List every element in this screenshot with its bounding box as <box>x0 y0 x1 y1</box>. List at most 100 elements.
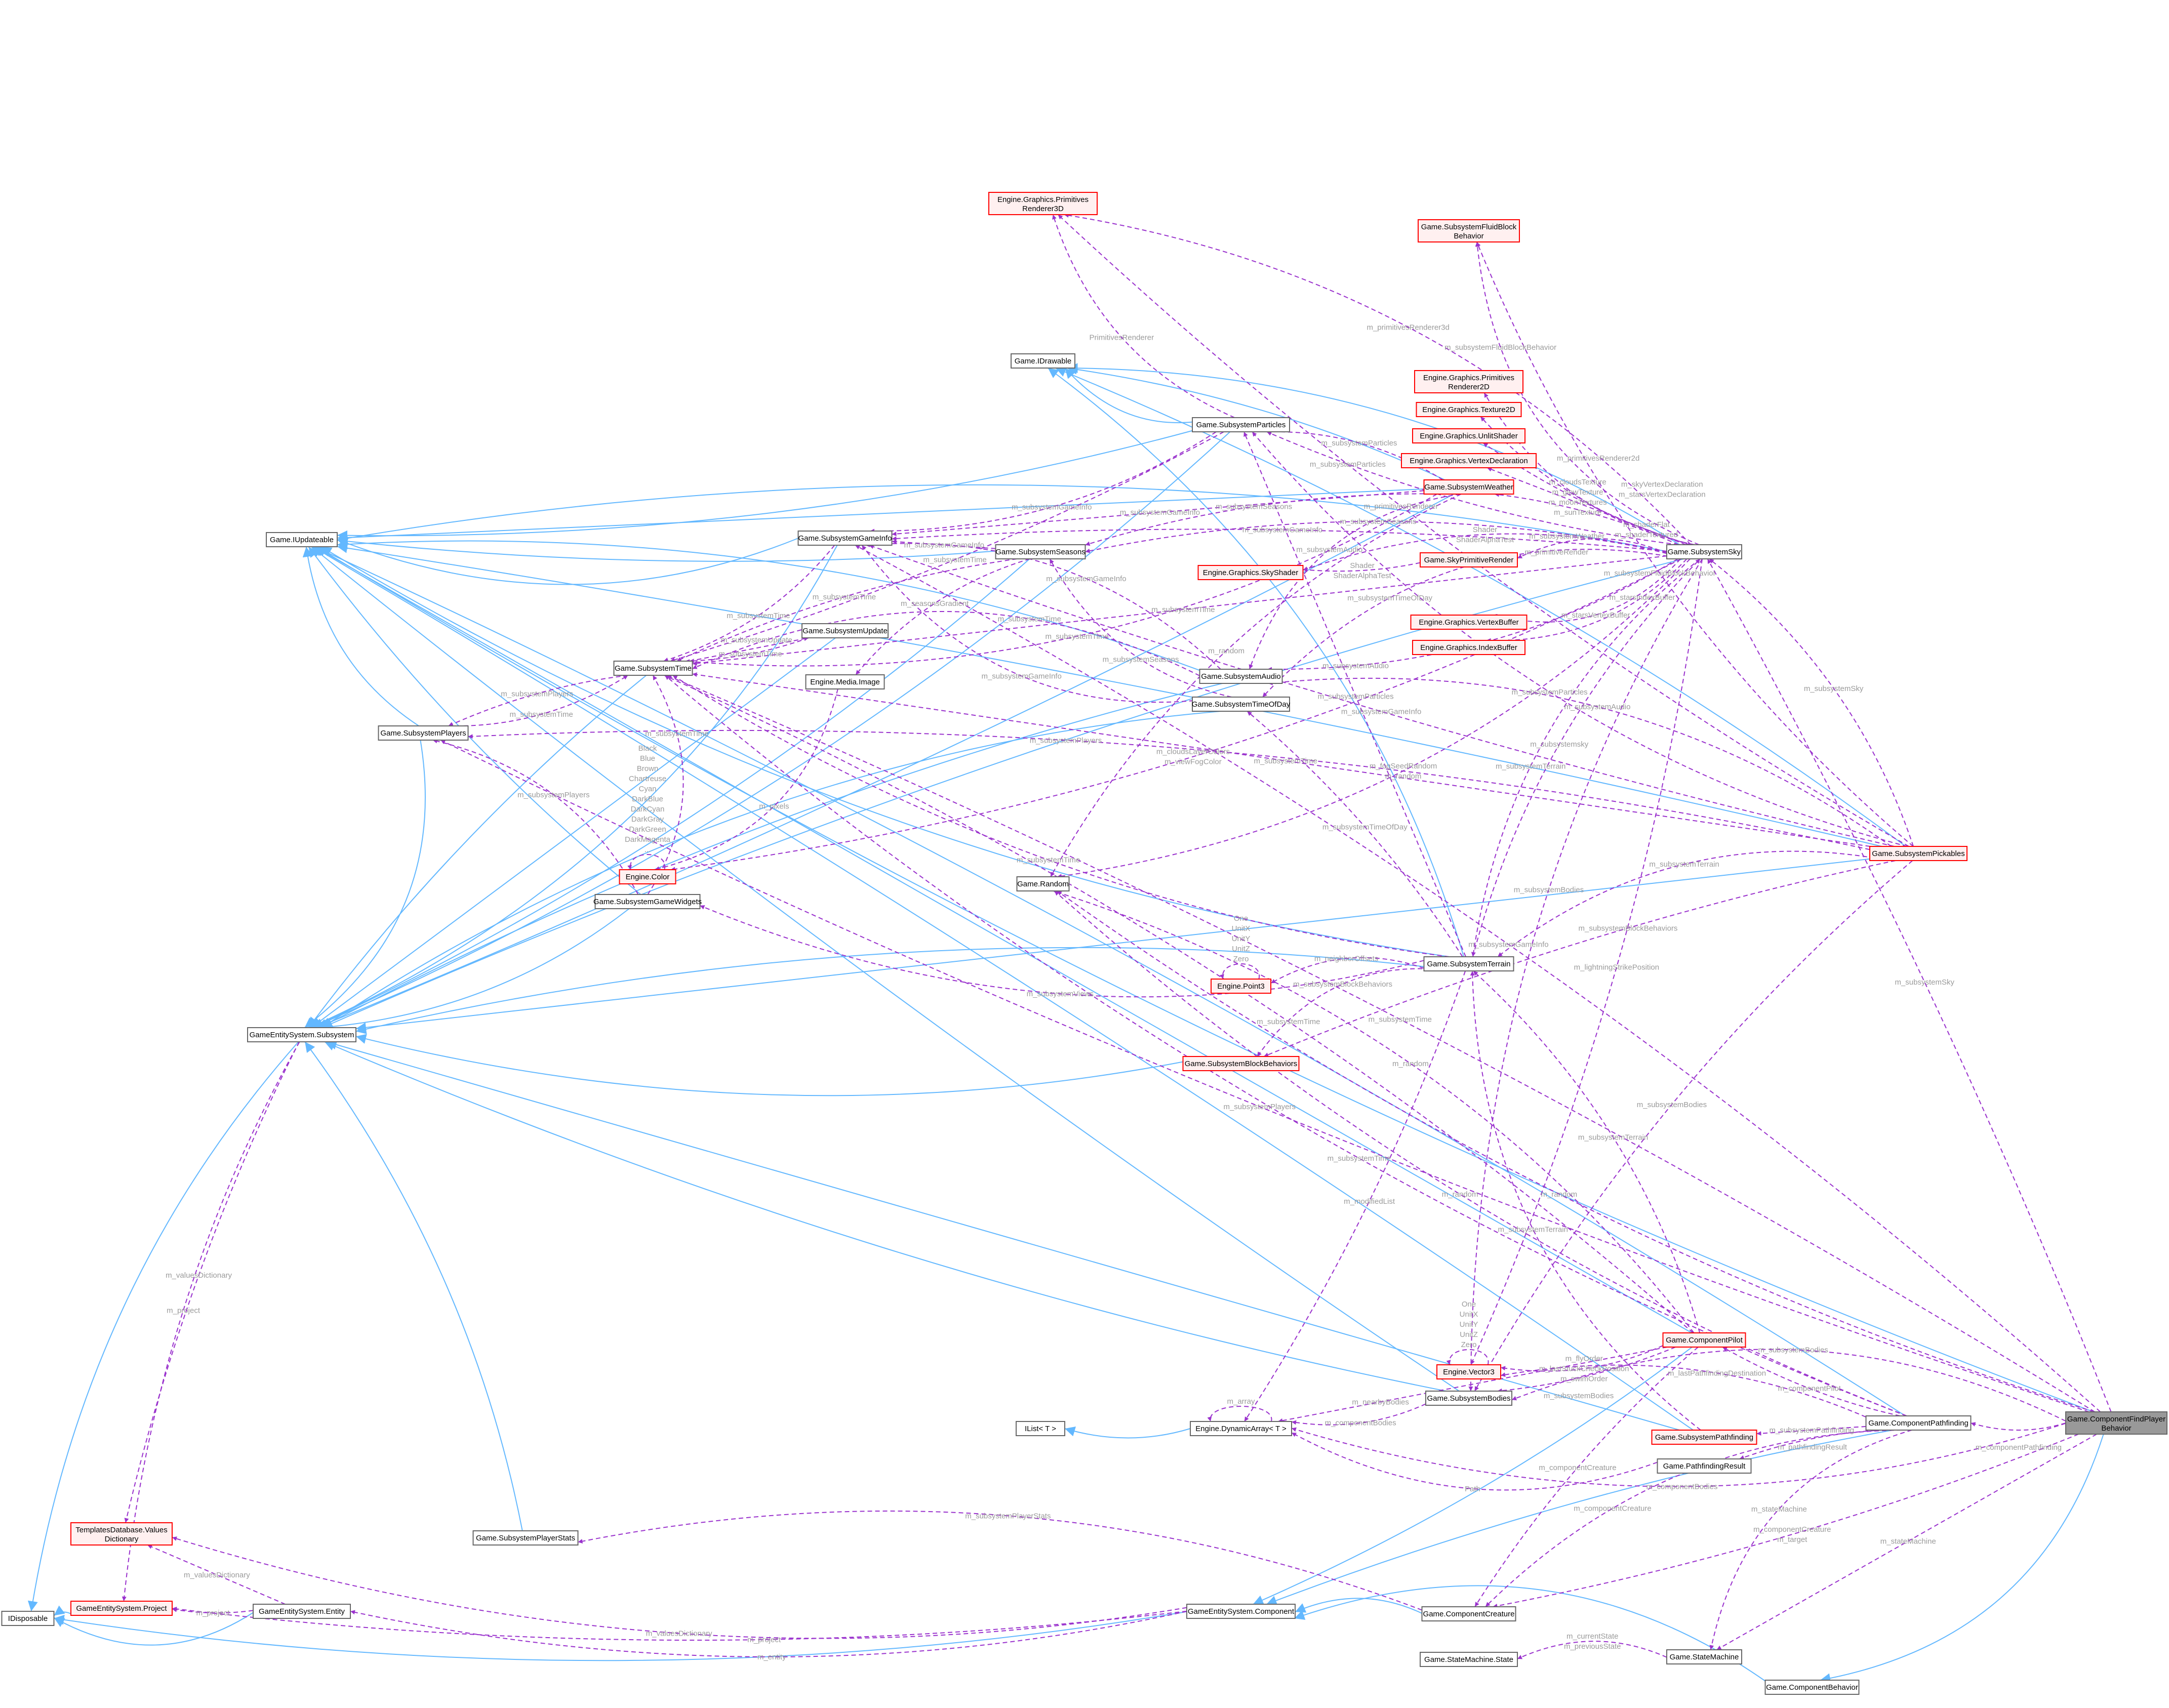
node-box <box>1016 1421 1065 1436</box>
class-node-weather[interactable]: Game.SubsystemWeather <box>1423 479 1514 495</box>
class-node-vector3[interactable]: Engine.Vector3 <box>1436 1364 1501 1379</box>
class-node-random[interactable]: Game.Random <box>1016 876 1070 891</box>
node-label: Game.SubsystemPlayerStats <box>476 1534 575 1542</box>
class-node-behavior[interactable]: Game.ComponentBehavior <box>1764 1680 1860 1695</box>
edge-label-line: m_random <box>1385 772 1422 781</box>
class-node-pathfinding[interactable]: Game.ComponentPathfinding <box>1865 1415 1972 1431</box>
inheritance-edge-audio-subsystem <box>320 683 1223 1028</box>
node-label: IDisposable <box>8 1614 48 1623</box>
edge-label-line: m_subsystemBlockBehaviors <box>1579 924 1678 932</box>
class-node-image[interactable]: Engine.Media.Image <box>805 674 885 689</box>
class-node-ilist[interactable]: IList< T > <box>1016 1421 1065 1436</box>
usage-edge-particles-renderer3d <box>1052 214 1235 418</box>
class-node-audio[interactable]: Game.SubsystemAudio <box>1199 669 1283 684</box>
class-node-idisposable[interactable]: IDisposable <box>1 1611 55 1626</box>
node-box <box>1418 219 1520 242</box>
edge-label-line: m_subsystemTime <box>1045 632 1108 641</box>
class-node-vertexdecl[interactable]: Engine.Graphics.VertexDeclaration <box>1401 453 1537 468</box>
class-node-seasons[interactable]: Game.SubsystemSeasons <box>995 544 1086 559</box>
inheritance-edge-sky-iupdateable <box>337 484 1667 552</box>
class-node-pathresult[interactable]: Game.PathfindingResult <box>1657 1458 1752 1474</box>
usage-edge-dynamicarray-dynamicarray <box>1207 1406 1272 1422</box>
class-node-players[interactable]: Game.SubsystemPlayers <box>378 725 469 741</box>
node-box <box>1197 565 1304 580</box>
class-node-smstate[interactable]: Game.StateMachine.State <box>1420 1652 1518 1667</box>
class-node-gameinfo[interactable]: Game.SubsystemGameInfo <box>797 531 893 546</box>
usage-edge-findplayer-creature <box>1493 1434 2079 1608</box>
edge-label: m_primitiveRender <box>1524 548 1588 556</box>
edge-label-line: ... <box>645 845 651 854</box>
class-node-time[interactable]: Game.SubsystemTime <box>613 661 693 676</box>
node-label: Game.SubsystemPickables <box>1872 849 1964 858</box>
edge-label-line: m_subsystemParticles <box>1321 439 1397 448</box>
class-node-statemachine[interactable]: Game.StateMachine <box>1666 1649 1742 1664</box>
class-node-update[interactable]: Game.SubsystemUpdate <box>801 623 889 638</box>
class-node-project[interactable]: GameEntitySystem.Project <box>70 1601 173 1616</box>
usage-edge-findplayer-dynamicarray <box>1291 1422 2066 1487</box>
edge-label: m_subsystemTime <box>813 593 876 601</box>
node-label: Engine.Graphics.Primitives <box>1423 374 1514 382</box>
class-node-particles[interactable]: Game.SubsystemParticles <box>1192 417 1290 432</box>
class-node-dynamicarray[interactable]: Engine.DynamicArray< T > <box>1190 1421 1292 1436</box>
edge-label-line: m_sunTexture <box>1554 508 1601 517</box>
node-box <box>995 544 1086 559</box>
edge-label-line: m_componentPilot <box>1778 1385 1841 1393</box>
edge-label-line: m_neighborOffsets <box>1314 954 1378 963</box>
class-node-gamewidgets[interactable]: Game.SubsystemGameWidgets <box>593 894 702 909</box>
class-node-subsystem[interactable]: GameEntitySystem.Subsystem <box>247 1027 356 1042</box>
class-node-skyshader[interactable]: Engine.Graphics.SkyShader <box>1197 565 1304 580</box>
class-node-texture2d[interactable]: Engine.Graphics.Texture2D <box>1416 402 1522 417</box>
edge-label-line: m_array <box>1227 1397 1255 1406</box>
inheritance-edge-time-subsystem <box>308 675 647 1028</box>
class-node-component[interactable]: GameEntitySystem.Component <box>1186 1604 1296 1619</box>
class-node-pilot[interactable]: Game.ComponentPilot <box>1662 1332 1746 1348</box>
edge-label-line: m_subsystemPathfinding <box>1770 1426 1855 1435</box>
edge-label: m_stateMachine <box>1751 1505 1807 1514</box>
class-node-idrawable[interactable]: Game.IDrawable <box>1011 353 1075 369</box>
class-node-unlitshader[interactable]: Engine.Graphics.UnlitShader <box>1412 428 1525 443</box>
node-box <box>1182 1056 1300 1071</box>
class-node-vertexbuffer[interactable]: Engine.Graphics.VertexBuffer <box>1410 615 1528 630</box>
edge-label-line: m_subsystemAudio <box>1322 662 1389 670</box>
class-node-subpathfinding[interactable]: Game.SubsystemPathfinding <box>1651 1430 1757 1445</box>
class-node-pickables[interactable]: Game.SubsystemPickables <box>1869 846 1967 861</box>
class-node-skyprimitive[interactable]: Game.SkyPrimitiveRender <box>1420 552 1518 567</box>
edge-label-line: UnitY <box>1232 934 1251 943</box>
edge-label: m_modifiedList <box>1344 1197 1395 1206</box>
class-node-point3[interactable]: Engine.Point3 <box>1211 979 1271 994</box>
class-node-bodies[interactable]: Game.SubsystemBodies <box>1425 1391 1512 1406</box>
class-node-sky[interactable]: Game.SubsystemSky <box>1666 544 1742 559</box>
class-node-indexbuffer[interactable]: Engine.Graphics.IndexBuffer <box>1412 640 1525 655</box>
usage-edge-pilot-creature <box>1474 1347 1699 1607</box>
edge-label-line: UnitX <box>1460 1310 1478 1319</box>
edge-label: m_project <box>167 1306 200 1315</box>
class-node-creature[interactable]: Game.ComponentCreature <box>1421 1606 1516 1621</box>
edge-label: m_subsystemBlockBehaviors <box>1579 924 1678 932</box>
edge-label-line: m_moonTextures <box>1549 498 1607 507</box>
node-box <box>1186 1604 1296 1619</box>
inheritance-edge-particles-idrawable <box>1064 368 1219 423</box>
edge-label-line: m_lightningStrikePosition <box>1574 963 1659 972</box>
node-label: Engine.Graphics.IndexBuffer <box>1420 643 1517 652</box>
class-node-playerstats[interactable]: Game.SubsystemPlayerStats <box>472 1530 579 1546</box>
class-node-timeofday[interactable]: Game.SubsystemTimeOfDay <box>1192 697 1291 712</box>
class-node-blockbehaviors[interactable]: Game.SubsystemBlockBehaviors <box>1182 1056 1300 1071</box>
usage-edge-gamewidgets-time <box>647 675 684 895</box>
edge-label: m_subsystemSeasons <box>1216 503 1292 511</box>
class-node-color[interactable]: Engine.Color <box>619 869 676 884</box>
class-node-iupdateable[interactable]: Game.IUpdateable <box>266 532 338 547</box>
class-node-entity[interactable]: GameEntitySystem.Entity <box>253 1604 351 1619</box>
edge-label-line: PrimitivesRenderer <box>1090 333 1154 342</box>
node-box <box>1869 846 1967 861</box>
edge-label: m_neighborOffsets <box>1314 954 1378 963</box>
edge-label-line: m_subsystemAudio <box>1296 545 1362 554</box>
edge-label: m_subsystemUpdate <box>721 636 792 644</box>
edge-label: m_seasonsGradient <box>901 599 969 608</box>
class-node-terrain[interactable]: Game.SubsystemTerrain <box>1423 956 1514 971</box>
edge-label-line: m_subsystemTimeOfDay <box>1322 823 1408 831</box>
